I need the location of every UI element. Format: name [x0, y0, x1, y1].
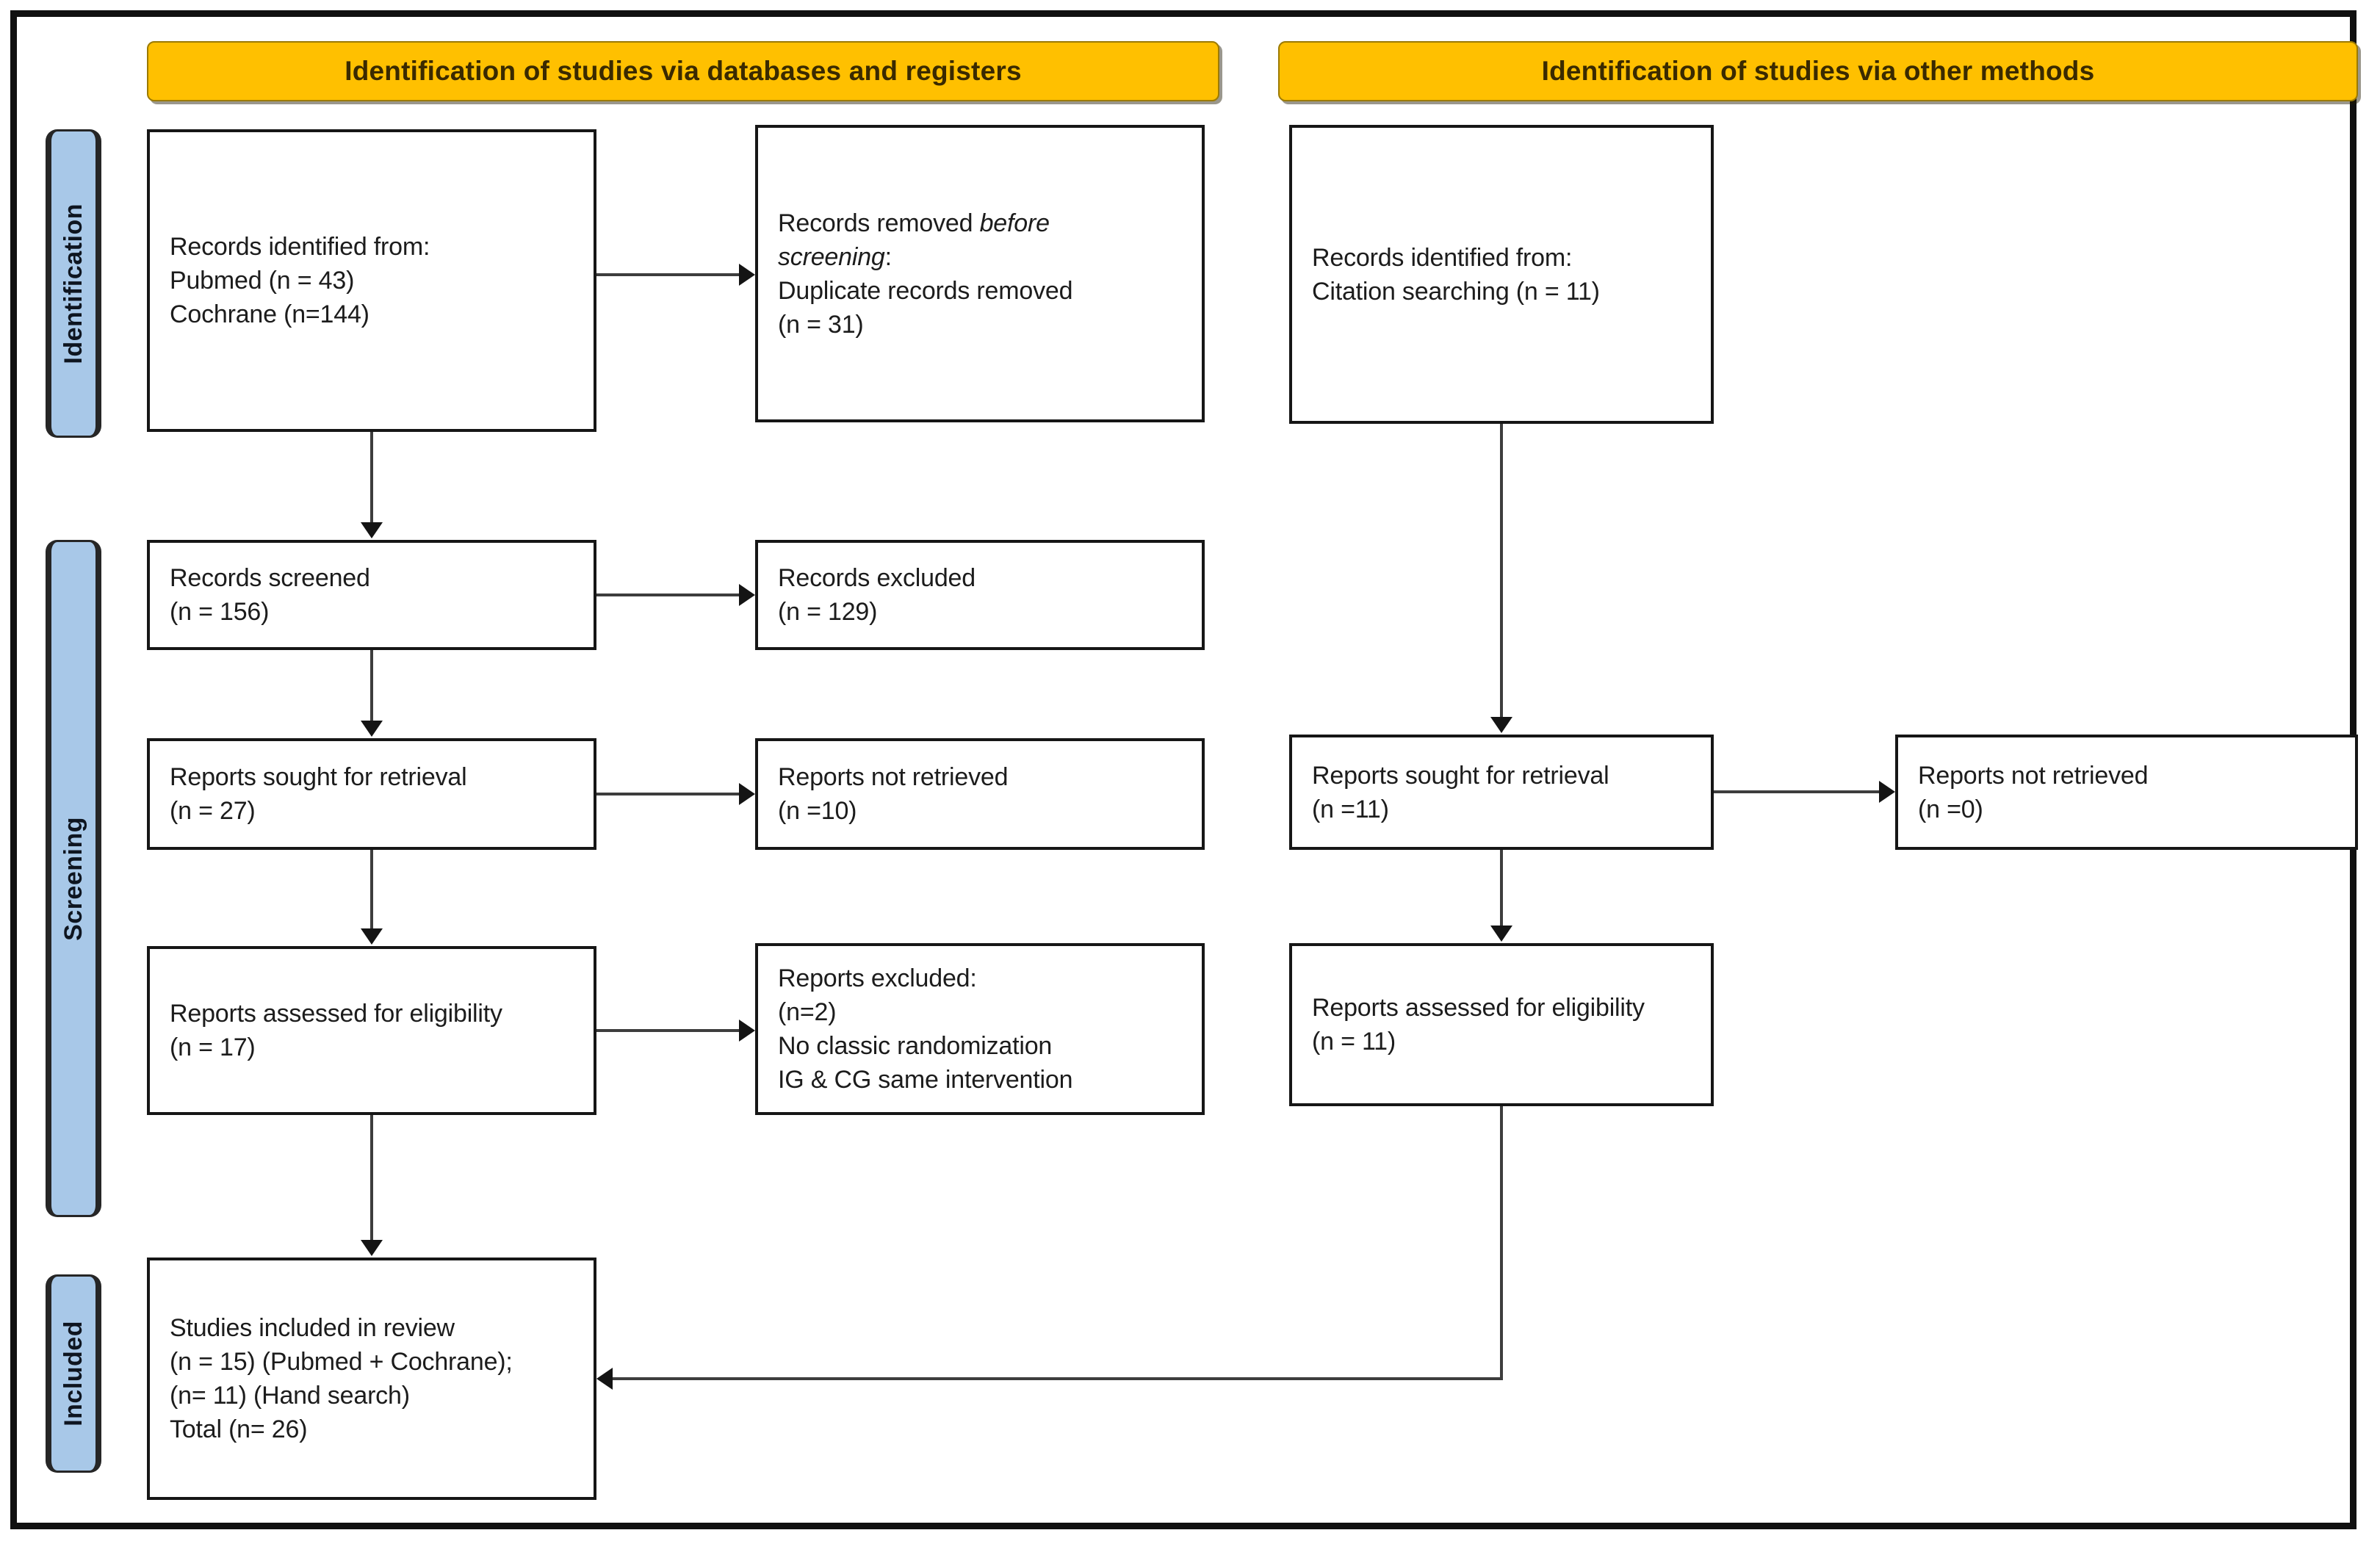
stage-identification-label: Identification — [59, 203, 87, 364]
box-text-line: Records identified from: — [170, 233, 430, 261]
arrow-assessed-to-included-line — [370, 1115, 373, 1241]
arrow-other-sought-to-notretrieved-line — [1714, 790, 1879, 793]
box-text-line: Pubmed (n = 43) — [170, 267, 355, 295]
arrow-sought-to-notretrieved-head — [739, 783, 755, 805]
box-text-line: Studies included in review — [170, 1314, 455, 1342]
box-text-line: Cochrane (n=144) — [170, 300, 369, 328]
box-reports-not-retrieved-databases: Reports not retrieved (n =10) — [755, 738, 1205, 850]
arrow-other-sought-to-assessed-line — [1500, 850, 1503, 927]
arrow-other-sought-to-assessed-head — [1490, 926, 1512, 942]
connector-other-assessed-elbow-head — [596, 1368, 613, 1390]
stage-included-label: Included — [59, 1321, 87, 1426]
box-text-line: Records screened — [170, 564, 370, 592]
box-reports-assessed-databases: Reports assessed for eligibility (n = 17) — [147, 946, 596, 1115]
box-text-line: No classic randomization — [778, 1032, 1053, 1060]
arrow-sought-to-assessed-line — [370, 850, 373, 930]
box-text-line: (n = 15) (Pubmed + Cochrane); — [170, 1348, 513, 1376]
box-text-line: Records excluded — [778, 564, 976, 592]
box-reports-sought-other: Reports sought for retrieval (n =11) — [1289, 735, 1714, 850]
arrow-other-identified-to-sought-head — [1490, 717, 1512, 733]
box-records-identified-databases: Records identified from: Pubmed (n = 43) C… — [147, 129, 596, 432]
header-databases-registers: Identification of studies via databases … — [147, 41, 1219, 101]
box-text-line: (n =10) — [778, 797, 857, 825]
box-text-line: Records identified from: — [1312, 243, 1573, 272]
box-text-line: Reports sought for retrieval — [1312, 761, 1609, 790]
box-text-line: IG & CG same intervention — [778, 1066, 1073, 1094]
box-text-line: screening: — [778, 242, 892, 271]
arrow-sought-to-notretrieved-line — [596, 793, 739, 795]
box-records-removed-before-screening: Records removed before screening: Duplicat… — [755, 125, 1205, 422]
box-reports-not-retrieved-other: Reports not retrieved (n =0) — [1895, 735, 2358, 850]
box-text-line: Reports sought for retrieval — [170, 763, 467, 791]
box-text-line: (n = 27) — [170, 797, 256, 825]
connector-other-assessed-elbow-vertical — [1500, 1106, 1503, 1380]
stage-identification: Identification — [46, 129, 101, 438]
arrow-other-identified-to-sought-line — [1500, 424, 1503, 718]
box-reports-assessed-other: Reports assessed for eligibility (n = 11) — [1289, 943, 1714, 1106]
box-studies-included: Studies included in review (n = 15) (Pubm… — [147, 1258, 596, 1500]
box-records-excluded: Records excluded (n = 129) — [755, 540, 1205, 650]
arrow-identified-to-removed-line — [596, 273, 739, 276]
box-text-line: (n = 17) — [170, 1033, 256, 1061]
arrow-assessed-to-reportsexcluded-head — [739, 1020, 755, 1042]
box-text-line: Reports not retrieved — [778, 763, 1009, 791]
box-text-line: (n = 11) — [1312, 1028, 1396, 1056]
box-text-line: (n = 129) — [778, 598, 878, 626]
box-text-line: Total (n= 26) — [170, 1415, 308, 1443]
arrow-sought-to-assessed-head — [361, 928, 383, 945]
stage-screening-label: Screening — [59, 816, 87, 941]
box-reports-excluded: Reports excluded: (n=2) No classic randomi… — [755, 943, 1205, 1115]
arrow-screened-to-excluded-head — [739, 584, 755, 606]
arrow-assessed-to-included-head — [361, 1240, 383, 1256]
box-reports-sought-databases: Reports sought for retrieval (n = 27) — [147, 738, 596, 850]
header-other-methods-label: Identification of studies via other meth… — [1541, 56, 2095, 86]
box-text-line: Reports excluded: — [778, 964, 977, 992]
box-text-line: (n =0) — [1918, 795, 1983, 823]
box-records-identified-other: Records identified from: Citation searchi… — [1289, 125, 1714, 424]
arrow-identified-to-screened-line — [370, 432, 373, 525]
box-text-line: (n = 31) — [778, 310, 864, 339]
box-text-line: Citation searching (n = 11) — [1312, 277, 1600, 306]
box-text-line: (n = 156) — [170, 598, 270, 626]
box-records-screened: Records screened (n = 156) — [147, 540, 596, 650]
stage-included: Included — [46, 1274, 101, 1473]
stage-screening: Screening — [46, 540, 101, 1217]
header-databases-registers-label: Identification of studies via databases … — [345, 56, 1022, 86]
box-text-line: (n= 11) (Hand search) — [170, 1382, 410, 1410]
box-text-line: Reports assessed for eligibility — [1312, 994, 1645, 1022]
arrow-identified-to-removed-head — [739, 264, 755, 286]
arrow-identified-to-screened-head — [361, 522, 383, 538]
box-text-line: Duplicate records removed — [778, 276, 1073, 305]
arrow-assessed-to-reportsexcluded-line — [596, 1029, 739, 1032]
box-text-line: (n=2) — [778, 998, 837, 1026]
arrow-screened-to-sought-head — [361, 721, 383, 737]
arrow-screened-to-sought-line — [370, 650, 373, 722]
header-other-methods: Identification of studies via other meth… — [1278, 41, 2358, 101]
box-text-line: Reports assessed for eligibility — [170, 1000, 502, 1028]
connector-other-assessed-elbow-horizontal — [613, 1377, 1503, 1380]
box-text-line: Records removed before — [778, 209, 1050, 237]
arrow-screened-to-excluded-line — [596, 594, 739, 596]
box-text-line: (n =11) — [1312, 795, 1389, 823]
box-text-line: Reports not retrieved — [1918, 761, 2149, 790]
arrow-other-sought-to-notretrieved-head — [1879, 781, 1895, 803]
